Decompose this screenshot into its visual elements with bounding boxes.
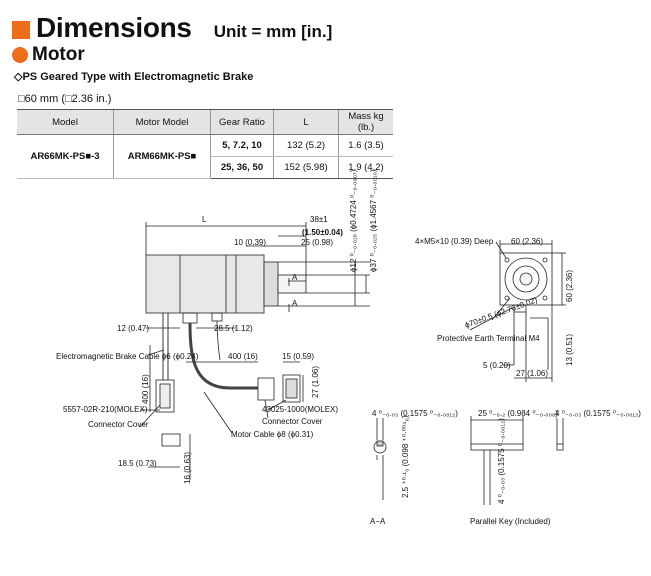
product-type: ◇PS Geared Type with Electromagnetic Bra…: [14, 71, 254, 83]
dim-5: 5 (0.20): [483, 361, 511, 370]
section-mark-a: A: [292, 299, 298, 308]
key-dim-4-h: 4 ⁰₋₀.₀₃ (0.1575 ⁰₋₀.₀₀₁₂): [555, 409, 641, 418]
dim-shaft-dia: ϕ12 ⁰₋₀.₀₁₈ (ϕ0.4724 ⁰₋₀.₀₀₀₇): [349, 169, 358, 272]
dim-38: 38±1: [310, 215, 328, 224]
aa-dim-2-5: 2.5 ⁺⁰·¹₀ (0.098 ⁺⁰·⁰⁰⁴₀): [401, 415, 410, 498]
orange-square-icon: [12, 21, 30, 39]
parallel-key-side: [470, 443, 524, 451]
gearhead-pilot: [263, 261, 279, 307]
connector-cover-label-2: Connector Cover: [262, 417, 323, 426]
brake-cable-label: Electromagnetic Brake Cable ϕ6 (ϕ0.24): [56, 352, 199, 361]
page-header: Dimensions Unit = mm [in.]: [12, 12, 332, 44]
frame-size: □60 mm (□2.36 in.): [18, 93, 112, 105]
key-dim-4-v: 4 ⁰₋₀.₀₃ (0.1575 ⁰₋₀.₀₀₁₂): [497, 418, 506, 504]
output-shaft: [277, 274, 307, 294]
unit-label: Unit = mm [in.]: [213, 22, 333, 41]
dim-400-a: 400 (16): [141, 374, 150, 404]
dim-16: 16 (0.63): [183, 452, 192, 484]
section-mark-a: A: [292, 273, 298, 282]
earth-terminal-label: Protective Earth Terminal M4: [437, 334, 540, 343]
table-row: 25, 36, 50 152 (5.98) 1.9 (4.2): [17, 156, 393, 179]
dim-25: 25 (0.98): [301, 238, 333, 247]
holes-label: 4×M5×10 (0.39) Deep: [415, 237, 494, 246]
mass-cell: 1.6 (3.5): [338, 134, 393, 157]
dim-l: L: [202, 215, 207, 224]
dim-10: 10 (0.39): [234, 238, 266, 247]
dim-18-5: 18.5 (0.73): [118, 459, 157, 468]
connector-43025-label: 43025-1000(MOLEX): [262, 405, 338, 414]
parallel-key-end: [556, 443, 564, 451]
connector-cover-label-1: Connector Cover: [88, 420, 149, 429]
dim-400-b: 400 (16): [228, 352, 258, 361]
l-cell: 152 (5.98): [273, 156, 339, 179]
dim-15: 15 (0.59): [282, 352, 314, 361]
dim-27-v: 27 (1.06): [311, 366, 320, 398]
section-aa-label: A−A: [370, 517, 386, 526]
dim-27-b: 27 (1.06): [516, 369, 548, 378]
l-cell: 132 (5.2): [273, 134, 339, 157]
motor-body: [145, 254, 265, 314]
mass-cell: 1.9 (4.2): [338, 156, 393, 179]
col-gear-ratio: Gear Ratio: [210, 109, 274, 135]
section-title: Motor: [32, 44, 85, 65]
key-dim-25: 25 ⁰₋₀.₂ (0.984 ⁰₋₀.₀₀₈): [478, 409, 558, 418]
connector-5557-label: 5557-02R-210(MOLEX): [63, 405, 148, 414]
page-title: Dimensions: [36, 12, 192, 43]
model-cell: AR66MK-PS■-3: [17, 134, 114, 179]
spec-table: Model Motor Model Gear Ratio L Mass kg (…: [17, 109, 393, 179]
col-l: L: [273, 109, 339, 135]
col-mass: Mass kg (lb.): [338, 109, 393, 135]
dim-12: 12 (0.47): [117, 324, 149, 333]
dim-38-in: (1.50±0.04): [302, 228, 343, 237]
motor-model-cell: ARM66MK-PS■: [113, 134, 211, 179]
motor-cable-label: Motor Cable ϕ8 (ϕ0.31): [231, 430, 314, 439]
dim-28-5: 28.5 (1.12): [214, 324, 253, 333]
dim-60-v: 60 (2.36): [565, 270, 574, 302]
dim-pilot-dia: ϕ37 ⁰₋₀.₀₂₅ (ϕ1.4567 ⁰₋₀.₀₀₁₀): [369, 169, 378, 272]
dim-13: 13 (0.51): [565, 334, 574, 366]
aa-dim-4: 4 ⁰₋₀.₀₃ (0.1575 ⁰₋₀.₀₀₁₂): [372, 409, 458, 418]
gear-ratio-cell: 25, 36, 50: [210, 156, 274, 179]
table-row: AR66MK-PS■-3 ARM66MK-PS■ 5, 7.2, 10 132 …: [17, 134, 393, 179]
col-motor-model: Motor Model: [113, 109, 211, 135]
table-header-row: Model Motor Model Gear Ratio L Mass kg (…: [17, 109, 393, 135]
col-model: Model: [17, 109, 114, 135]
gear-ratio-cell: 5, 7.2, 10: [210, 134, 274, 157]
parallel-key-label: Parallel Key (Included): [470, 517, 551, 526]
section-heading: Motor: [12, 44, 85, 66]
dim-60-h: 60 (2.36): [511, 237, 543, 246]
orange-dot-icon: [12, 47, 28, 63]
